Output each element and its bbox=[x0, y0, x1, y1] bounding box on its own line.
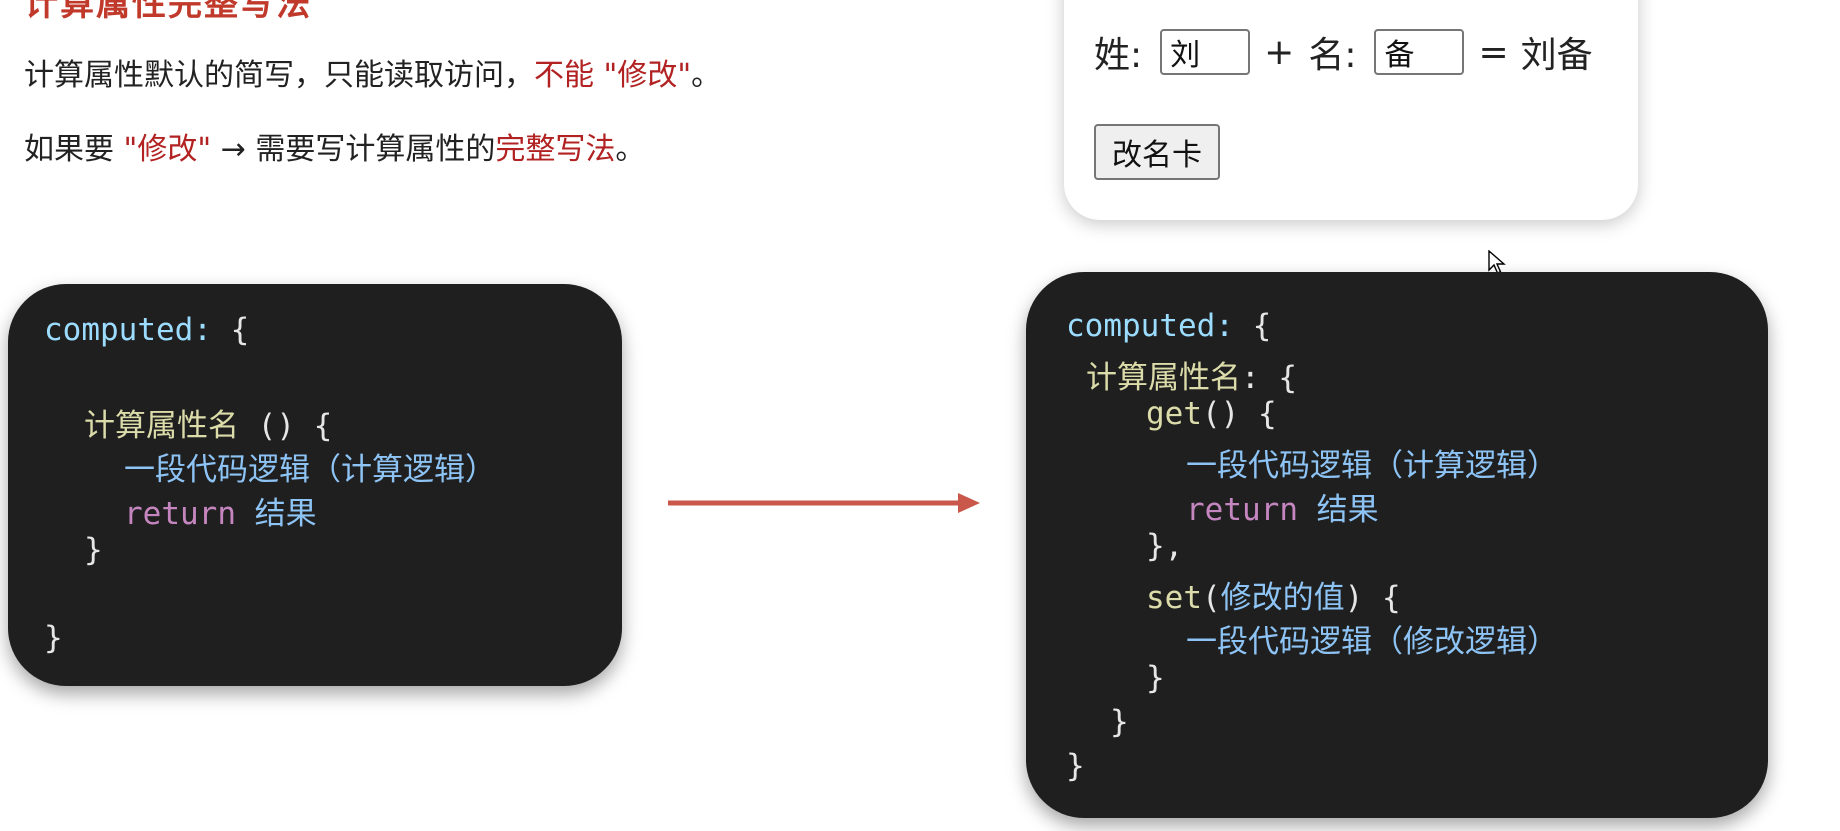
plus-sign: + bbox=[1264, 31, 1295, 73]
intro-line-1: 计算属性默认的简写，只能读取访问，不能 "修改"。 bbox=[24, 50, 721, 94]
intro-line-2-end: 。 bbox=[615, 132, 646, 167]
code-block-full-form: computed: { 计算属性名: { get() { 一段代码逻辑（计算逻辑… bbox=[1026, 272, 1768, 818]
code-line: return 结果 bbox=[1186, 492, 1379, 528]
code-line: } bbox=[44, 620, 63, 656]
code-line: 计算属性名: { bbox=[1086, 360, 1297, 396]
code-line: 计算属性名 () { bbox=[84, 408, 333, 444]
code-line: computed: { bbox=[44, 312, 250, 348]
code-line: } bbox=[1066, 748, 1085, 784]
intro-line-2: 如果要 "修改" → 需要写计算属性的完整写法。 bbox=[24, 124, 645, 168]
equals-sign: = bbox=[1478, 31, 1509, 73]
intro-line-1-end: 。 bbox=[691, 58, 722, 93]
page-heading: 计算属性完整写法 bbox=[24, 0, 312, 24]
demo-name-row: 姓: + 名: = 刘备 bbox=[1094, 26, 1593, 78]
rename-card-button[interactable]: 改名卡 bbox=[1094, 124, 1220, 180]
given-name-label: 名: bbox=[1308, 35, 1357, 76]
arrow-right-icon bbox=[668, 493, 980, 513]
surname-label: 姓: bbox=[1094, 35, 1143, 76]
full-name-output: 刘备 bbox=[1520, 35, 1593, 76]
code-line: get() { bbox=[1146, 396, 1277, 432]
code-line: 一段代码逻辑（修改逻辑） bbox=[1186, 624, 1558, 660]
code-line: 一段代码逻辑（计算逻辑） bbox=[124, 452, 496, 488]
code-block-short-form: computed: { 计算属性名 () { 一段代码逻辑（计算逻辑） retu… bbox=[8, 284, 622, 686]
code-line: }, bbox=[1146, 528, 1184, 564]
intro-line-2-middle: → 需要写计算属性的 bbox=[211, 132, 496, 167]
code-line: set(修改的值) { bbox=[1146, 580, 1401, 616]
demo-card: 姓: + 名: = 刘备 改名卡 bbox=[1064, 0, 1638, 220]
surname-input[interactable] bbox=[1160, 29, 1251, 75]
code-line: 一段代码逻辑（计算逻辑） bbox=[1186, 448, 1558, 484]
code-line: } bbox=[1110, 704, 1129, 740]
code-line: } bbox=[1146, 660, 1165, 696]
code-line: computed: { bbox=[1066, 308, 1272, 344]
intro-line-1-highlight: 不能 "修改" bbox=[534, 58, 692, 93]
code-line: } bbox=[84, 532, 103, 568]
intro-line-2-highlight-modify: "修改" bbox=[123, 132, 212, 167]
given-name-input[interactable] bbox=[1374, 29, 1465, 75]
intro-line-2-text: 如果要 bbox=[24, 132, 124, 167]
intro-line-1-text: 计算属性默认的简写，只能读取访问， bbox=[24, 58, 534, 93]
intro-line-2-highlight-full: 完整写法 bbox=[495, 132, 616, 167]
code-line: return 结果 bbox=[124, 496, 317, 532]
